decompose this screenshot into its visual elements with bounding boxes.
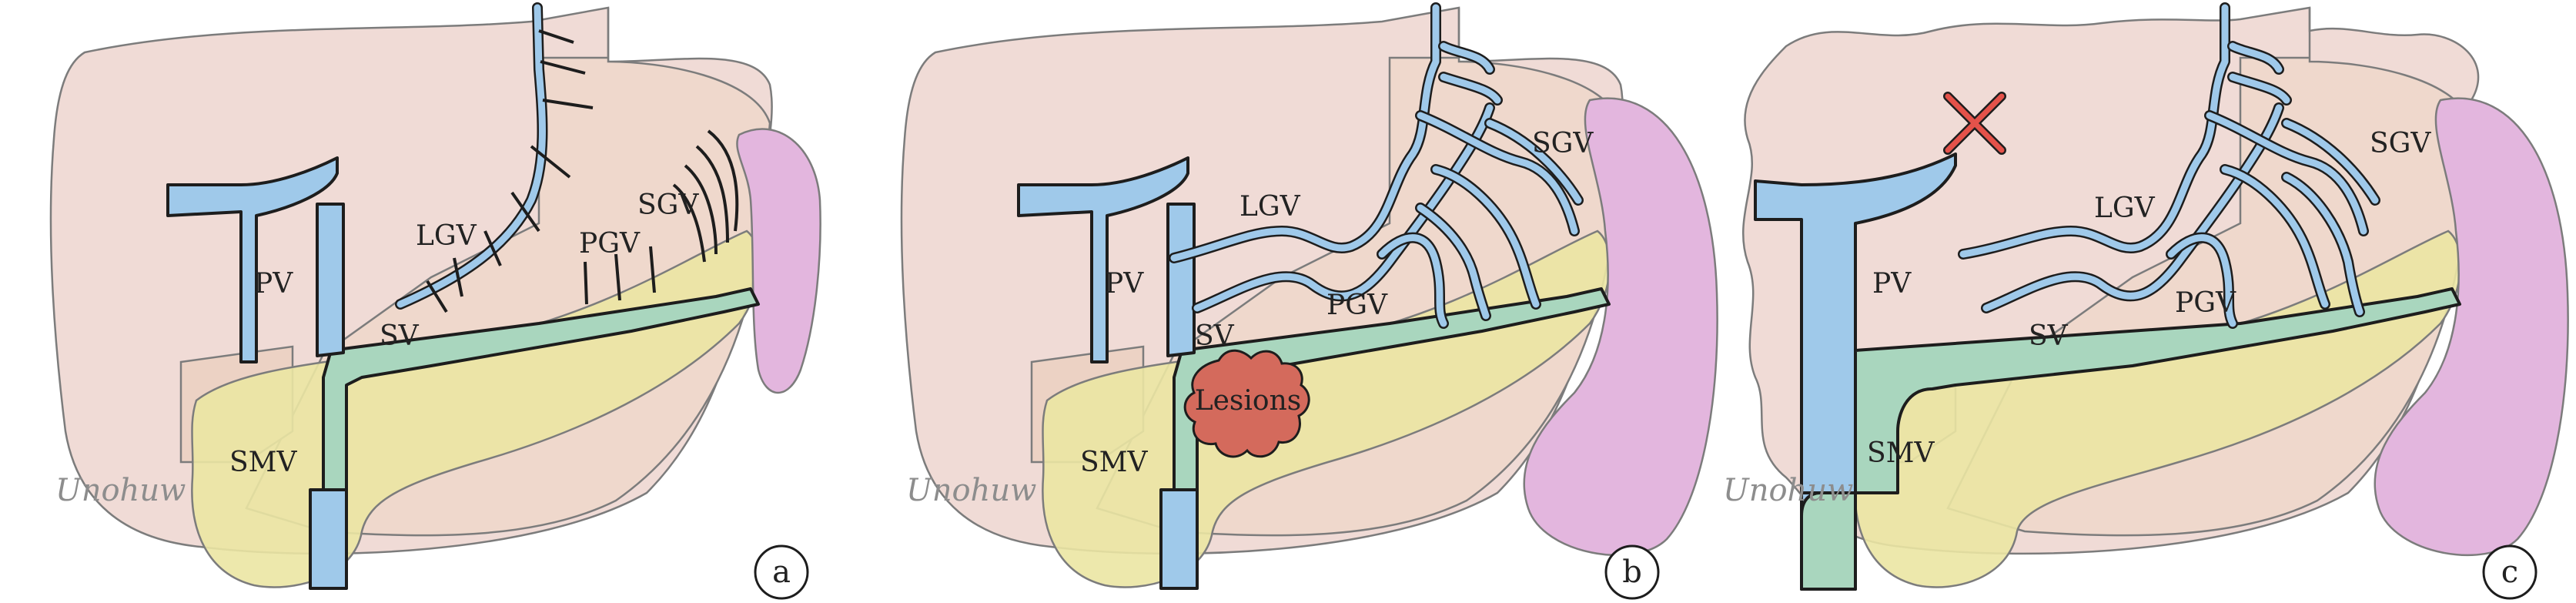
label-pgv: PGV (579, 228, 641, 260)
artist-signature: Unohuw (1723, 473, 1853, 508)
panel-letter: a (772, 554, 791, 590)
label-smv: SMV (229, 447, 298, 478)
sgv-vessels (584, 129, 739, 305)
portal-vein-trunk (316, 203, 345, 357)
label-sgv: SGV (2370, 128, 2431, 159)
smv-trunk (309, 488, 348, 590)
dilated-collaterals (1169, 2, 1584, 329)
label-pv: PV (254, 268, 293, 300)
dilated-collaterals (1958, 2, 2380, 329)
panel-b: PV LGV PGV SGV SV SMV Lesions Unohuw b (900, 2, 1718, 600)
label-pgv: PGV (1326, 290, 1388, 321)
label-pv: PV (1105, 268, 1144, 300)
label-sv: SV (1195, 320, 1235, 352)
label-lgv: LGV (1239, 191, 1301, 223)
artist-signature: Unohuw (906, 473, 1036, 508)
label-lgv: LGV (2094, 193, 2156, 224)
panel-letter-circle (2482, 544, 2538, 600)
panel-letter-circle (754, 544, 809, 600)
splenic-vein (1854, 287, 2461, 494)
panel-c: PV LGV PGV SGV SV SMV Unohuw c (1723, 2, 2569, 600)
label-smv: SMV (1867, 437, 1935, 469)
label-sv: SV (2029, 320, 2069, 352)
label-sgv: SGV (637, 189, 699, 221)
label-sv: SV (380, 320, 420, 352)
lgv-vessel (396, 4, 546, 308)
label-lesion: Lesions (1195, 385, 1302, 417)
portal-vein (1017, 156, 1189, 363)
label-lgv: LGV (416, 220, 477, 252)
panel-a: PV LGV PGV SGV SV SMV Unohuw a (49, 2, 821, 600)
label-pgv: PGV (2175, 287, 2236, 319)
panel-letter: b (1622, 554, 1642, 590)
label-smv: SMV (1080, 447, 1149, 478)
lesion (1183, 349, 1310, 458)
panel-letter-circle (1604, 544, 1660, 600)
label-sgv: SGV (1532, 128, 1594, 159)
portal-vein-trunk (1166, 203, 1196, 357)
smv-trunk (1159, 488, 1199, 590)
label-pv: PV (1872, 268, 1912, 300)
occlusion-x-mark-fill (1945, 93, 2005, 153)
panel-letter: c (2501, 554, 2518, 590)
portal-vein (166, 156, 339, 363)
artist-signature: Unohuw (55, 473, 186, 508)
spleen-enlarged (2374, 97, 2569, 556)
lgv-tributaries (426, 29, 594, 313)
spleen (736, 128, 821, 394)
spleen-enlarged (1523, 97, 1718, 556)
smv-segment (1800, 491, 1857, 591)
